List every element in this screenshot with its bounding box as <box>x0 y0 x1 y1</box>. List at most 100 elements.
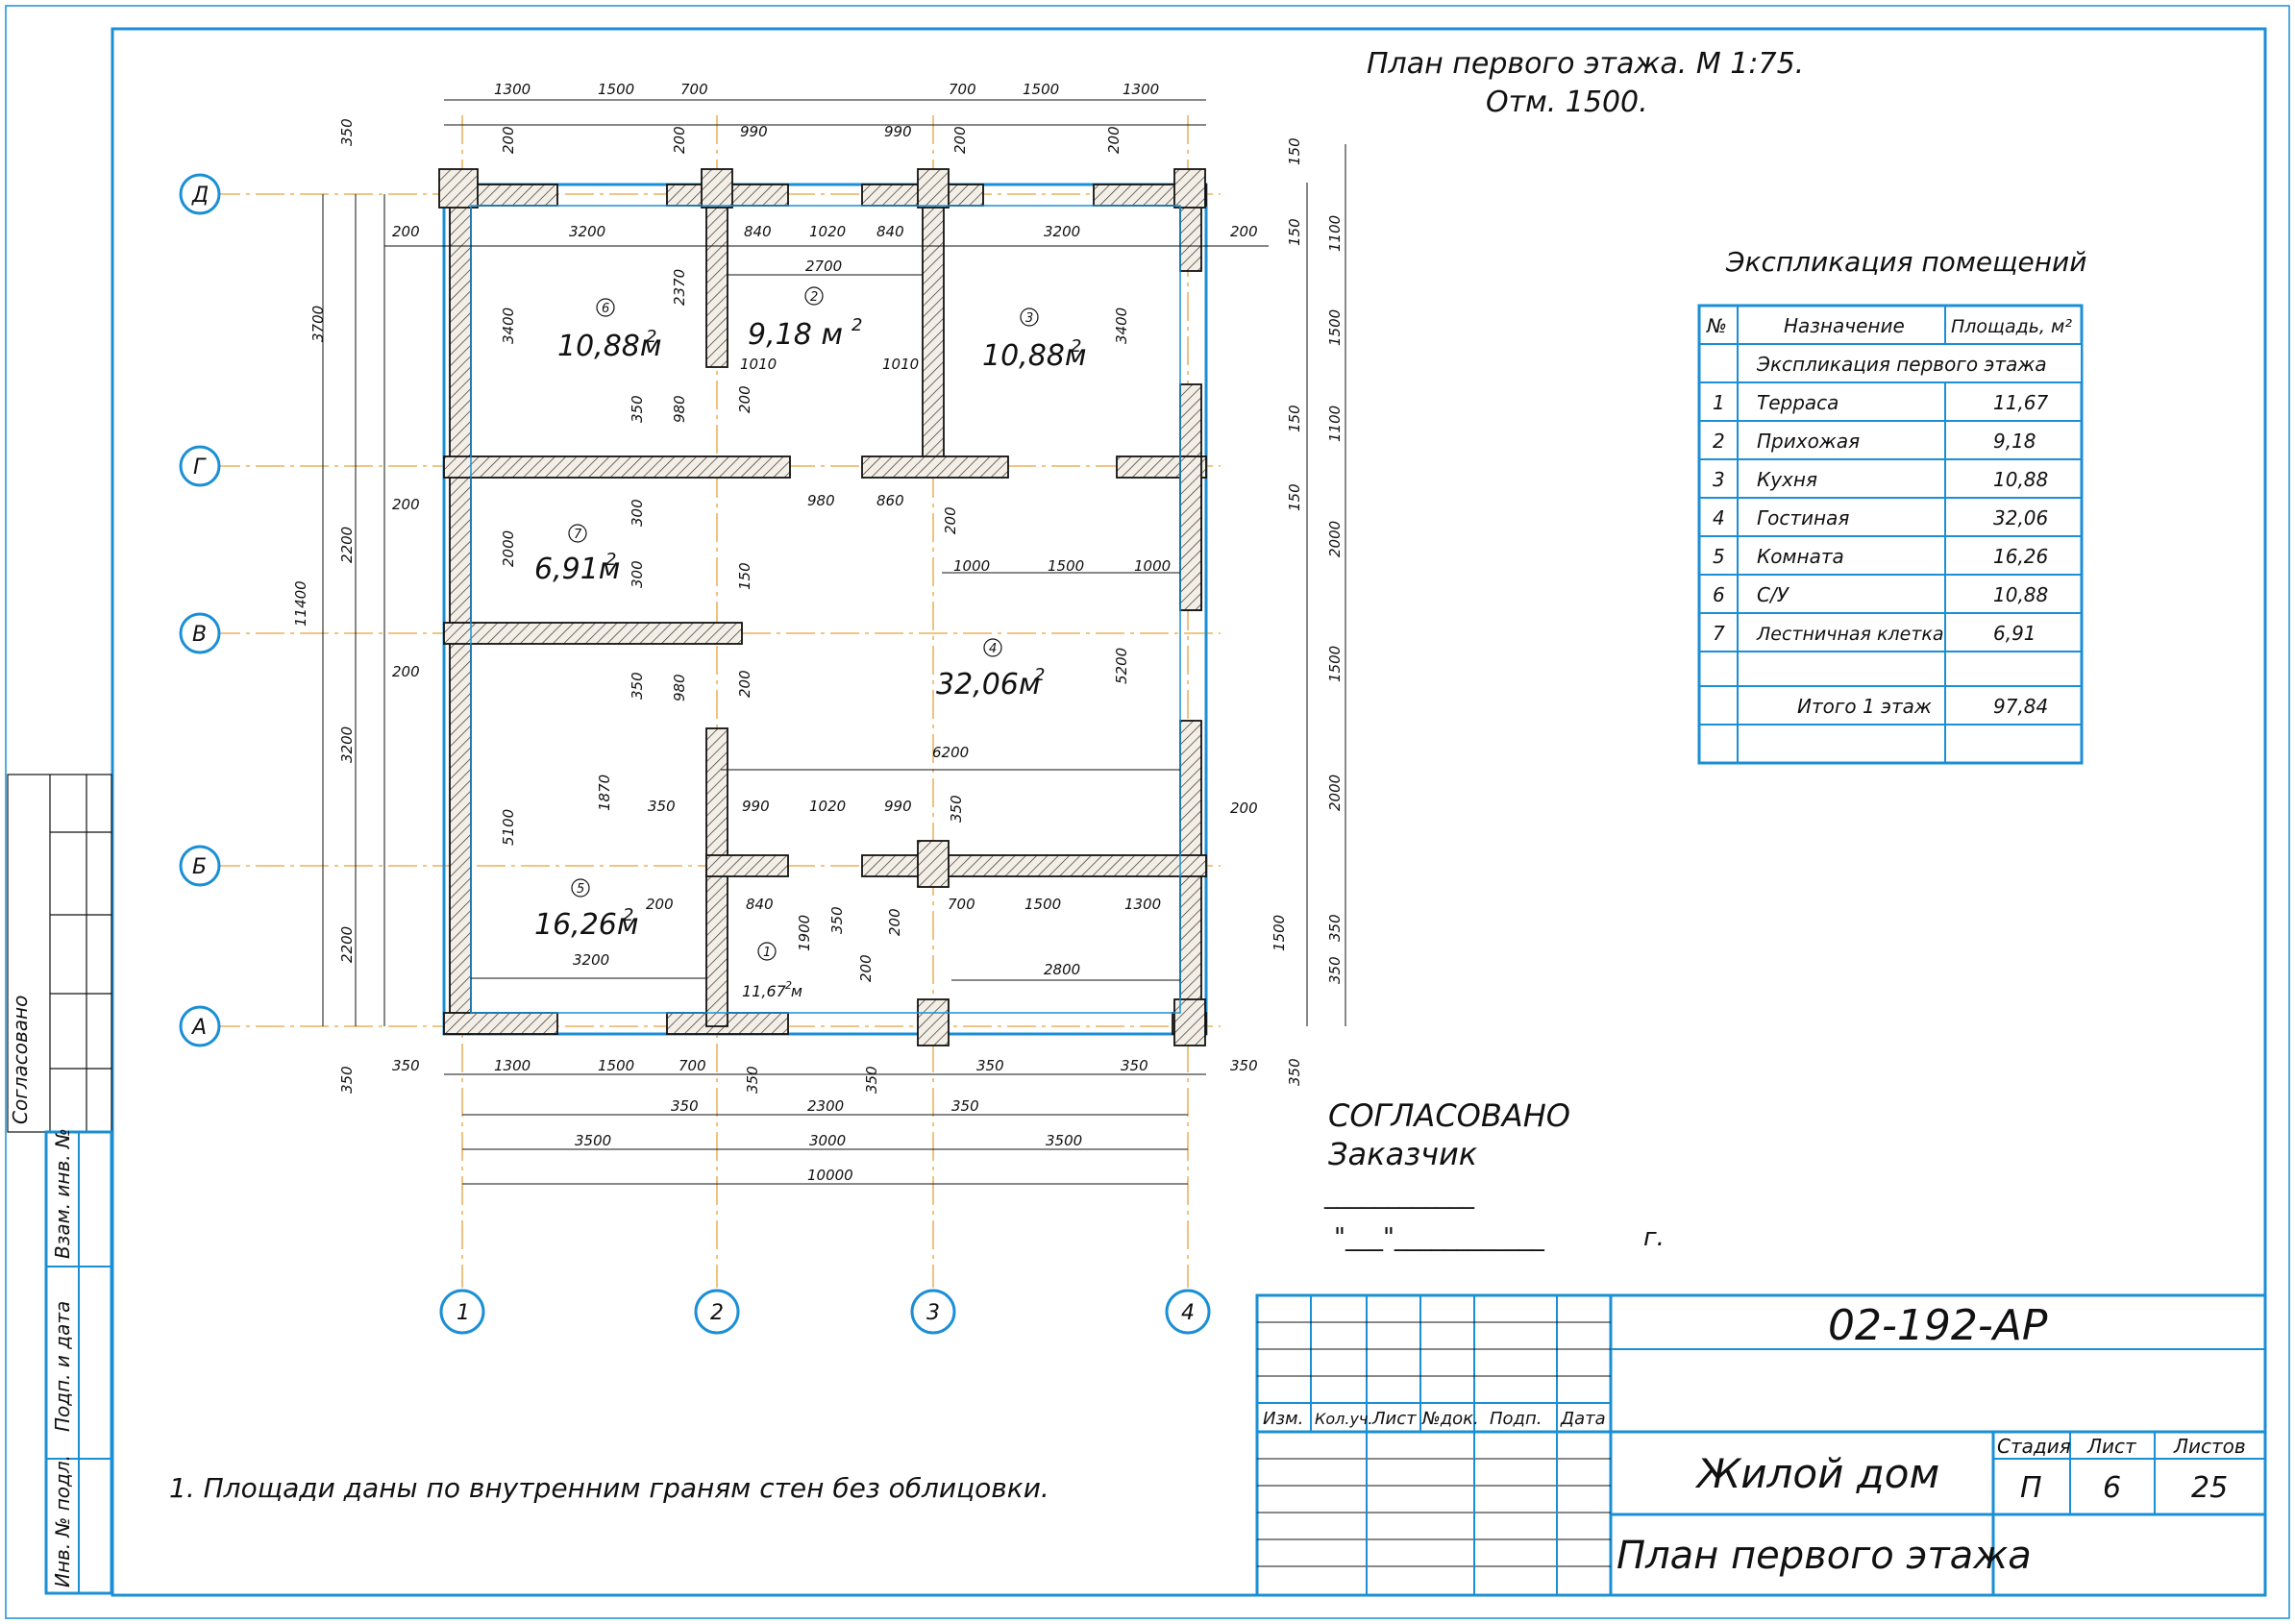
room-num-2: 2 <box>810 290 818 305</box>
dim-990-b: 990 <box>884 123 912 140</box>
dim-b1-350f: 350 <box>1230 1057 1258 1074</box>
building-contour <box>442 183 1208 1036</box>
tb-col-izm: Изм. <box>1263 1409 1303 1429</box>
room-area-6: 10,88м <box>557 330 662 363</box>
dim-350-a2: 200 <box>857 954 875 982</box>
dim-11400: 11400 <box>292 580 309 627</box>
dim-300-v1: 300 <box>629 499 646 527</box>
dim-150-v: 150 <box>736 562 753 590</box>
dim-1010-a: 1010 <box>740 356 777 373</box>
dim-350-top: 350 <box>338 118 356 146</box>
tb-sheet-name: План первого этажа <box>1616 1534 2032 1578</box>
dim-990-a: 990 <box>740 123 768 140</box>
dim-350-a4: 350 <box>1326 956 1344 984</box>
expl-row6-area: 10,88 <box>1993 583 2048 606</box>
dim-350-b: 350 <box>629 672 646 700</box>
dim-top-1500b: 1500 <box>1023 81 1059 98</box>
dimension-texts: 1300 1500 700 700 1500 1300 350 200 200 … <box>292 81 1344 1184</box>
expl-row4-area: 32,06 <box>1993 506 2048 529</box>
room-area-sup-3: 2 <box>1071 336 1081 357</box>
dim-980-g: 980 <box>671 395 688 423</box>
expl-row1-area: 11,67 <box>1993 391 2049 414</box>
dim-2200-b: 2200 <box>338 926 356 963</box>
dim-200-d: 200 <box>1105 126 1123 154</box>
expl-row3-name: Кухня <box>1757 468 1817 491</box>
dim-b2-350a: 350 <box>671 1097 699 1115</box>
dim-b1-350c: 350 <box>863 1066 880 1094</box>
dim-200-b5: 200 <box>646 896 674 913</box>
plan-title-2: Отм. 1500. <box>1486 86 1648 119</box>
expl-row6-n: 6 <box>1713 583 1725 606</box>
dim-200-c: 200 <box>951 126 969 154</box>
expl-row5-area: 16,26 <box>1993 545 2048 568</box>
dim-3400-left: 3400 <box>500 308 517 344</box>
dim-1500-d: 1500 <box>1326 309 1344 346</box>
tb-doc-code: 02-192-АР <box>1828 1301 2048 1350</box>
side-inv: Инв. № подл. <box>51 1455 74 1587</box>
expl-header-name: Назначение <box>1784 314 1905 337</box>
tb-col-ndok: №док. <box>1421 1409 1479 1429</box>
dim-3200-d-left: 3200 <box>569 223 605 240</box>
dim-b1-700: 700 <box>679 1057 706 1074</box>
axis-row-B: Б <box>192 855 207 879</box>
dim-1500-c: 1500 <box>1024 896 1061 913</box>
dim-840-b: 840 <box>876 223 904 240</box>
dim-200-b6: 200 <box>886 908 903 936</box>
dim-200-b2: 200 <box>736 670 753 698</box>
dim-300-v2: 300 <box>629 560 646 588</box>
approval-sign-line: ____________ <box>1323 1181 1475 1210</box>
dim-840-c: 840 <box>746 896 774 913</box>
dim-b3-3500b: 3500 <box>1046 1132 1082 1149</box>
dim-6200: 6200 <box>932 744 969 761</box>
room-area-1: 11,67 м <box>742 982 802 1000</box>
expl-total-value: 97,84 <box>1993 695 2048 718</box>
expl-row2-name: Прихожая <box>1757 430 1860 453</box>
axis-row-D: Д <box>191 184 209 208</box>
room-area-7: 6,91м <box>534 553 620 586</box>
room-num-3: 3 <box>1025 311 1033 326</box>
room-area-sup-7: 2 <box>605 550 616 570</box>
expl-row2-n: 2 <box>1713 430 1725 453</box>
axis-col-1: 1 <box>457 1301 470 1325</box>
tb-sheet-label: Лист <box>2086 1435 2137 1458</box>
dim-150-g2: 150 <box>1286 483 1303 511</box>
dim-5200: 5200 <box>1113 648 1130 684</box>
dim-350-b4: 350 <box>948 795 965 823</box>
side-vzam: Взам. инв. № <box>51 1128 74 1259</box>
dim-3200-a: 3200 <box>573 951 609 969</box>
room-area-2: 9,18 м <box>748 318 843 352</box>
expl-row5-name: Комната <box>1757 545 1844 568</box>
approval-date-line: "___"____________ <box>1334 1223 1545 1252</box>
dim-150-g1: 150 <box>1286 405 1303 432</box>
dim-3700: 3700 <box>309 306 327 342</box>
outer-frame <box>5 5 2290 1619</box>
room-area-3: 10,88м <box>982 339 1087 373</box>
axis-row-V: В <box>192 623 207 647</box>
room-area-4: 32,06м <box>936 668 1041 701</box>
dim-1010-b: 1010 <box>882 356 919 373</box>
expl-row2-area: 9,18 <box>1993 430 2036 453</box>
room-num-7: 7 <box>574 528 582 542</box>
room-area-sup-1: 2 <box>785 979 792 992</box>
dim-2000-v: 2000 <box>500 530 517 567</box>
dimension-lines <box>322 99 1346 1185</box>
expl-row1-n: 1 <box>1713 391 1725 414</box>
dim-1020-d: 1020 <box>809 223 846 240</box>
dim-1100-d: 1100 <box>1326 215 1344 252</box>
dim-top-700b: 700 <box>949 81 976 98</box>
dim-3400-right: 3400 <box>1113 308 1130 344</box>
tb-col-list: Лист <box>1371 1409 1417 1429</box>
note-text: 1. Площади даны по внутренним граням сте… <box>169 1472 1049 1504</box>
title-block: Изм. Кол.уч. Лист №док. Подп. Дата 02-19… <box>1255 1293 2267 1597</box>
dim-b3-3000: 3000 <box>809 1132 846 1149</box>
dim-980-b: 980 <box>671 674 688 701</box>
dim-1300-c: 1300 <box>1124 896 1161 913</box>
dim-200-left-d: 200 <box>392 223 420 240</box>
dim-1500-v: 1500 <box>1048 557 1084 575</box>
expl-row7-area: 6,91 <box>1993 622 2036 645</box>
dim-980-g2: 980 <box>807 492 835 509</box>
room-num-1: 1 <box>763 946 771 960</box>
dim-3200-left: 3200 <box>338 726 356 763</box>
dim-2700: 2700 <box>805 258 842 275</box>
